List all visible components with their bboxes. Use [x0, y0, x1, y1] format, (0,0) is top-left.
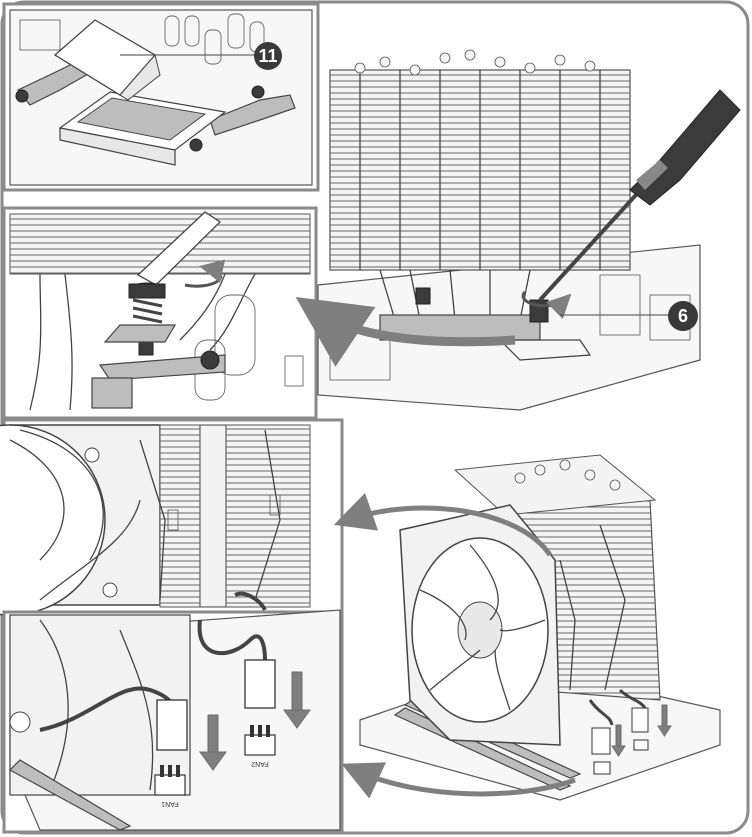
down-arrow-icon — [657, 704, 672, 737]
curved-arrow-icon — [341, 762, 576, 799]
callout-11 — [254, 42, 282, 70]
fan-header-right: FAN2 — [244, 725, 276, 767]
callout-11-label: 11 — [258, 46, 277, 66]
panel-fan-closeup — [0, 418, 344, 616]
curved-arrow-icon — [295, 297, 516, 367]
curved-arrow-icon — [333, 492, 553, 557]
panel-thermal-paste: 11 — [2, 2, 320, 192]
down-arrow-icon — [199, 714, 227, 771]
callout-6-label: 6 — [678, 306, 688, 326]
screwdriver-icon — [538, 89, 741, 302]
panel-fan-headers: FAN1 FAN2 — [2, 609, 344, 834]
fan-plug-left — [156, 699, 188, 751]
rotate-arrow-icon — [521, 290, 572, 320]
panel-screw-closeup — [2, 206, 318, 420]
spring-screw-left — [415, 287, 431, 305]
fan-header-right-label: FAN2 — [251, 760, 269, 767]
thermal-paste — [76, 97, 207, 141]
down-arrow-icon — [611, 724, 626, 757]
fan-plug-right — [244, 659, 276, 709]
fan-cable-right — [197, 619, 267, 661]
callout-6: 6 — [560, 301, 698, 331]
rotate-arrow-icon — [184, 259, 226, 288]
fan-header-left: FAN1 — [154, 765, 186, 807]
full-cooler-scene — [359, 454, 721, 801]
down-arrow-icon — [283, 671, 311, 729]
main-cooler-scene — [317, 49, 741, 411]
fan-header-left-label: FAN1 — [161, 800, 179, 807]
